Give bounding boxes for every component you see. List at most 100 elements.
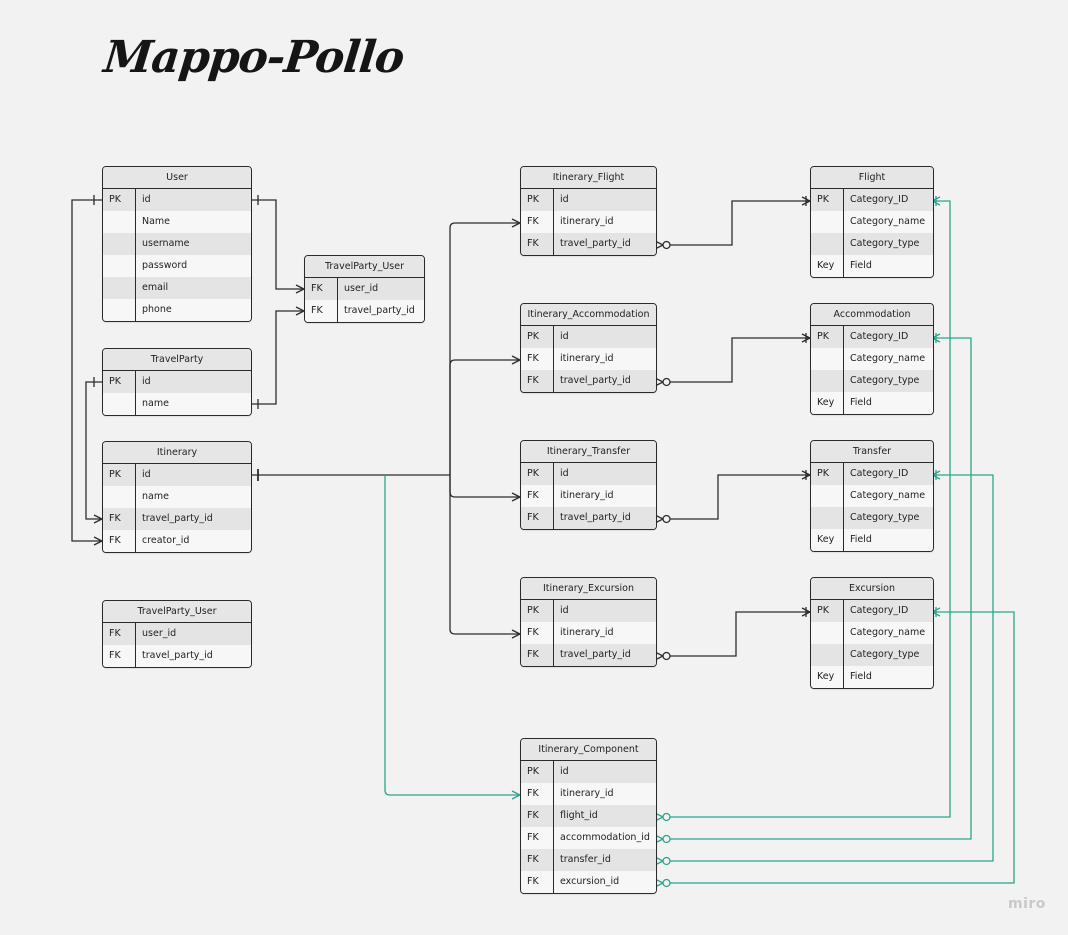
table-row[interactable]: Category_name (811, 622, 933, 644)
key-cell (103, 211, 136, 233)
link-itinerary-component (384, 475, 520, 796)
table-row[interactable]: password (103, 255, 251, 277)
table-row[interactable]: username (103, 233, 251, 255)
table-row[interactable]: FK excursion_id (521, 871, 656, 893)
key-cell: PK (811, 463, 844, 485)
table-header: Itinerary_Flight (521, 167, 656, 189)
field-cell: travel_party_id (560, 649, 631, 660)
key-cell: FK (521, 849, 554, 871)
key-cell (811, 370, 844, 392)
field-cell: itinerary_id (560, 216, 614, 227)
table-row[interactable]: FK itinerary_id (521, 211, 656, 233)
field-cell: flight_id (560, 810, 598, 821)
link-iflight-flight (670, 200, 810, 246)
field-cell: id (560, 605, 569, 616)
key-cell: FK (521, 211, 554, 233)
field-cell: Field (850, 671, 872, 682)
key-cell (811, 644, 844, 666)
table-row[interactable]: name (103, 486, 251, 508)
field-cell: user_id (344, 283, 379, 294)
table-row[interactable]: phone (103, 299, 251, 321)
table-row[interactable]: Category_name (811, 348, 933, 370)
link-itransfer-transfer (670, 474, 810, 520)
key-cell: FK (103, 508, 136, 530)
field-cell: password (142, 260, 188, 271)
key-cell: FK (521, 871, 554, 893)
key-cell: FK (521, 485, 554, 507)
key-cell: PK (521, 761, 554, 783)
table-row[interactable]: Category_type (811, 644, 933, 666)
key-cell: FK (103, 623, 136, 645)
link-component-excursion (670, 611, 1015, 884)
table-header: TravelParty_User (103, 601, 251, 623)
table-row[interactable]: Category_type (811, 507, 933, 529)
table-row[interactable]: name (103, 393, 251, 415)
key-cell (811, 507, 844, 529)
key-cell: Key (811, 392, 844, 414)
table-row[interactable]: Category_type (811, 233, 933, 255)
key-cell: PK (103, 371, 136, 393)
field-cell: travel_party_id (560, 375, 631, 386)
key-cell (103, 277, 136, 299)
field-cell: excursion_id (560, 876, 620, 887)
link-iexcursion-excursion (670, 611, 810, 657)
table-row[interactable]: Name (103, 211, 251, 233)
table-header: Itinerary_Component (521, 739, 656, 761)
field-cell: travel_party_id (344, 305, 415, 316)
table-header: User (103, 167, 251, 189)
field-cell: id (142, 469, 151, 480)
table-row[interactable]: Category_type (811, 370, 933, 392)
key-cell: FK (521, 233, 554, 255)
table-row[interactable]: Category_name (811, 211, 933, 233)
table-row[interactable]: email (103, 277, 251, 299)
table-row[interactable]: Category_name (811, 485, 933, 507)
